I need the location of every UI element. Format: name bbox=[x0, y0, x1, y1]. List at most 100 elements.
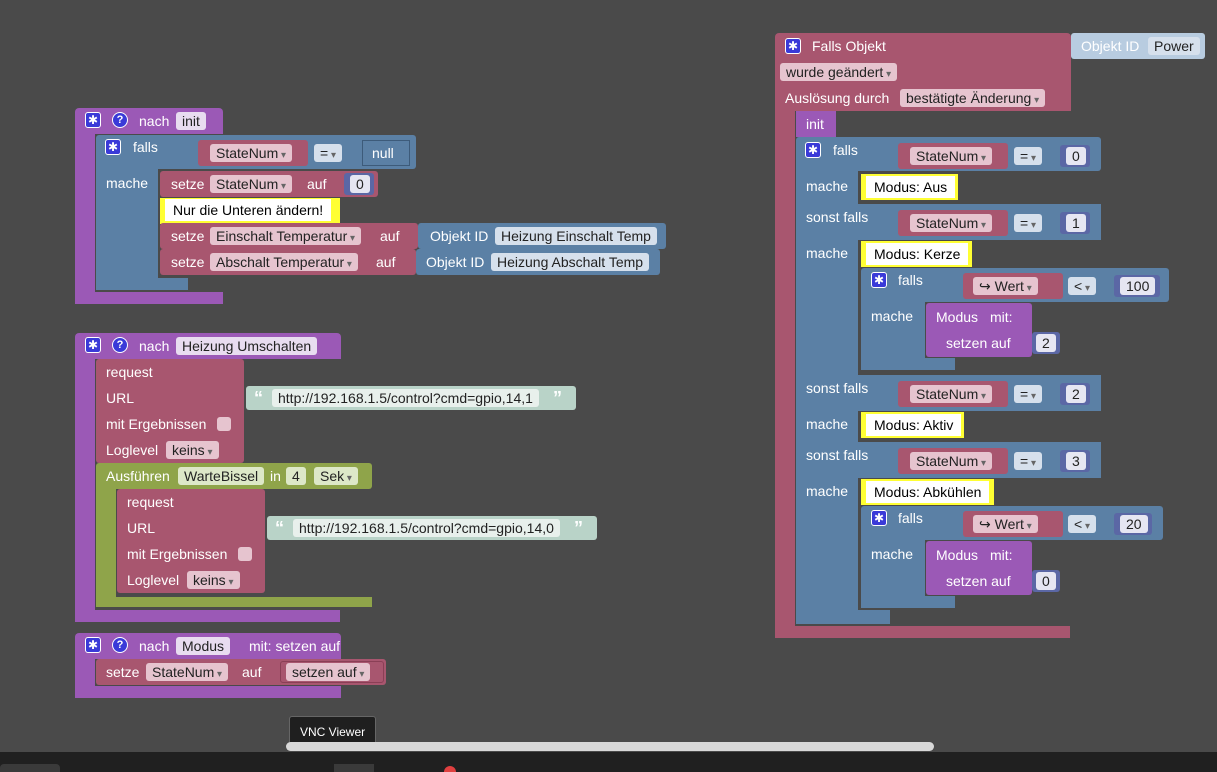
operator-dropdown[interactable]: = bbox=[1014, 147, 1042, 165]
variable-dropdown[interactable]: Einschalt Temperatur bbox=[210, 227, 362, 245]
auf-label: auf bbox=[242, 664, 262, 680]
mit-label: mit: bbox=[990, 309, 1013, 325]
gear-icon[interactable]: ✱ bbox=[871, 272, 887, 288]
number-value[interactable]: 0 bbox=[1066, 147, 1086, 165]
comment-text[interactable]: Nur die Unteren ändern! bbox=[165, 199, 332, 221]
gear-icon[interactable]: ✱ bbox=[85, 337, 101, 353]
falls-objekt-title: Falls Objekt bbox=[812, 38, 886, 54]
timer-name-field[interactable]: WarteBissel bbox=[178, 467, 265, 485]
if-else-footer bbox=[796, 610, 890, 624]
timeout-footer bbox=[96, 597, 372, 607]
operator-dropdown[interactable]: = bbox=[1014, 214, 1042, 232]
number-value[interactable]: 0 bbox=[350, 175, 370, 193]
variable-dropdown[interactable]: StateNum bbox=[910, 452, 993, 470]
url-label: URL bbox=[106, 390, 135, 406]
loglevel-dropdown[interactable]: keins bbox=[187, 571, 240, 589]
nach-label: nach bbox=[139, 638, 170, 654]
gear-icon[interactable]: ✱ bbox=[805, 142, 821, 158]
objekt-id-field[interactable]: Power bbox=[1148, 37, 1200, 55]
help-icon[interactable]: ? bbox=[112, 112, 128, 128]
number-value[interactable]: 1 bbox=[1066, 214, 1086, 232]
comment-text[interactable]: Modus: Aktiv bbox=[866, 414, 962, 436]
number-value[interactable]: 20 bbox=[1120, 515, 1148, 533]
operator-dropdown[interactable]: = bbox=[1014, 385, 1042, 403]
number-value[interactable]: 0 bbox=[1036, 572, 1056, 590]
gear-icon[interactable]: ✱ bbox=[871, 510, 887, 526]
variable-dropdown[interactable]: StateNum bbox=[210, 175, 293, 193]
operator-dropdown[interactable]: < bbox=[1068, 277, 1096, 295]
falls-label: falls bbox=[898, 510, 923, 526]
function-name-field[interactable]: Modus bbox=[176, 637, 231, 655]
falls-label: falls bbox=[133, 139, 158, 155]
timeout-body bbox=[96, 485, 116, 603]
modus-body-left bbox=[75, 655, 95, 691]
taskbar-app-icon[interactable] bbox=[444, 766, 456, 772]
operator-dropdown[interactable]: < bbox=[1068, 515, 1096, 533]
mit-label: mit: bbox=[990, 547, 1013, 563]
modus-call-block[interactable] bbox=[926, 303, 1032, 357]
function-name-field[interactable]: init bbox=[176, 112, 206, 130]
loglevel-dropdown[interactable]: keins bbox=[166, 441, 219, 459]
wert-dropdown[interactable]: ↪ Wert bbox=[973, 277, 1038, 295]
variable-dropdown[interactable]: StateNum bbox=[910, 147, 993, 165]
variable-dropdown[interactable]: StateNum bbox=[910, 385, 993, 403]
auf-label: auf bbox=[307, 176, 327, 192]
quote-close: ” bbox=[574, 518, 583, 538]
null-block[interactable] bbox=[362, 140, 410, 166]
unit-dropdown[interactable]: Sek bbox=[314, 467, 358, 485]
horizontal-scrollbar[interactable] bbox=[286, 742, 934, 751]
request-label: request bbox=[127, 494, 174, 510]
setze-label: setze bbox=[171, 228, 205, 244]
objekt-id-field[interactable]: Heizung Einschalt Temp bbox=[495, 227, 657, 245]
help-icon[interactable]: ? bbox=[112, 337, 128, 353]
url-field[interactable]: http://192.168.1.5/control?cmd=gpio,14,0 bbox=[293, 519, 560, 537]
comment-text[interactable]: Modus: Kerze bbox=[866, 243, 969, 265]
wert-dropdown[interactable]: ↪ Wert bbox=[973, 515, 1038, 533]
init-tab[interactable] bbox=[796, 111, 836, 137]
help-icon[interactable]: ? bbox=[112, 637, 128, 653]
mache-label: mache bbox=[871, 308, 914, 324]
number-value[interactable]: 100 bbox=[1120, 277, 1156, 295]
variable-dropdown[interactable]: StateNum bbox=[146, 663, 229, 681]
variable-dropdown[interactable]: StateNum bbox=[910, 214, 993, 232]
mit-ergebnissen-label: mit Ergebnissen bbox=[127, 546, 228, 562]
sonst-falls-label: sonst falls bbox=[806, 380, 869, 396]
number-value[interactable]: 2 bbox=[1036, 334, 1056, 352]
setzen-auf-label: setzen auf bbox=[946, 335, 1011, 351]
taskbar-item[interactable] bbox=[0, 764, 60, 772]
modus-suffix: mit: setzen auf bbox=[249, 638, 341, 654]
function-name-field[interactable]: Heizung Umschalten bbox=[176, 337, 318, 355]
param-dropdown[interactable]: setzen auf bbox=[286, 663, 371, 681]
mit-ergebnissen-checkbox[interactable] bbox=[217, 417, 231, 431]
taskbar-item[interactable] bbox=[334, 764, 374, 772]
auf-label: auf bbox=[380, 228, 400, 244]
objekt-id-field[interactable]: Heizung Abschalt Temp bbox=[491, 253, 650, 271]
operator-dropdown[interactable]: = bbox=[314, 144, 342, 162]
url-field[interactable]: http://192.168.1.5/control?cmd=gpio,14,1 bbox=[272, 389, 539, 407]
gear-icon[interactable]: ✱ bbox=[105, 139, 121, 155]
if-block-footer bbox=[96, 278, 188, 290]
nested-if-body bbox=[861, 536, 925, 602]
objekt-id-label: Objekt ID bbox=[1081, 38, 1140, 54]
comment-text[interactable]: Modus: Abkühlen bbox=[866, 481, 990, 503]
ausfuehren-label: Ausführen bbox=[106, 468, 170, 484]
delay-field[interactable]: 4 bbox=[286, 467, 306, 485]
quote-close: ” bbox=[553, 388, 562, 408]
trigger-dropdown[interactable]: bestätigte Änderung bbox=[900, 89, 1046, 107]
number-value[interactable]: 2 bbox=[1066, 385, 1086, 403]
mit-ergebnissen-checkbox[interactable] bbox=[238, 547, 252, 561]
changed-dropdown[interactable]: wurde geändert bbox=[780, 63, 898, 81]
falls-label: falls bbox=[833, 142, 858, 158]
mache-label: mache bbox=[871, 546, 914, 562]
variable-dropdown[interactable]: StateNum bbox=[210, 144, 293, 162]
comment-text[interactable]: Modus: Aus bbox=[866, 176, 956, 198]
gear-icon[interactable]: ✱ bbox=[785, 38, 801, 54]
modus-call-block[interactable] bbox=[926, 541, 1032, 595]
gear-icon[interactable]: ✱ bbox=[85, 112, 101, 128]
variable-dropdown[interactable]: Abschalt Temperatur bbox=[210, 253, 358, 271]
mache-label: mache bbox=[806, 178, 849, 194]
operator-dropdown[interactable]: = bbox=[1014, 452, 1042, 470]
number-value[interactable]: 3 bbox=[1066, 452, 1086, 470]
if-block-body bbox=[96, 165, 158, 285]
gear-icon[interactable]: ✱ bbox=[85, 637, 101, 653]
